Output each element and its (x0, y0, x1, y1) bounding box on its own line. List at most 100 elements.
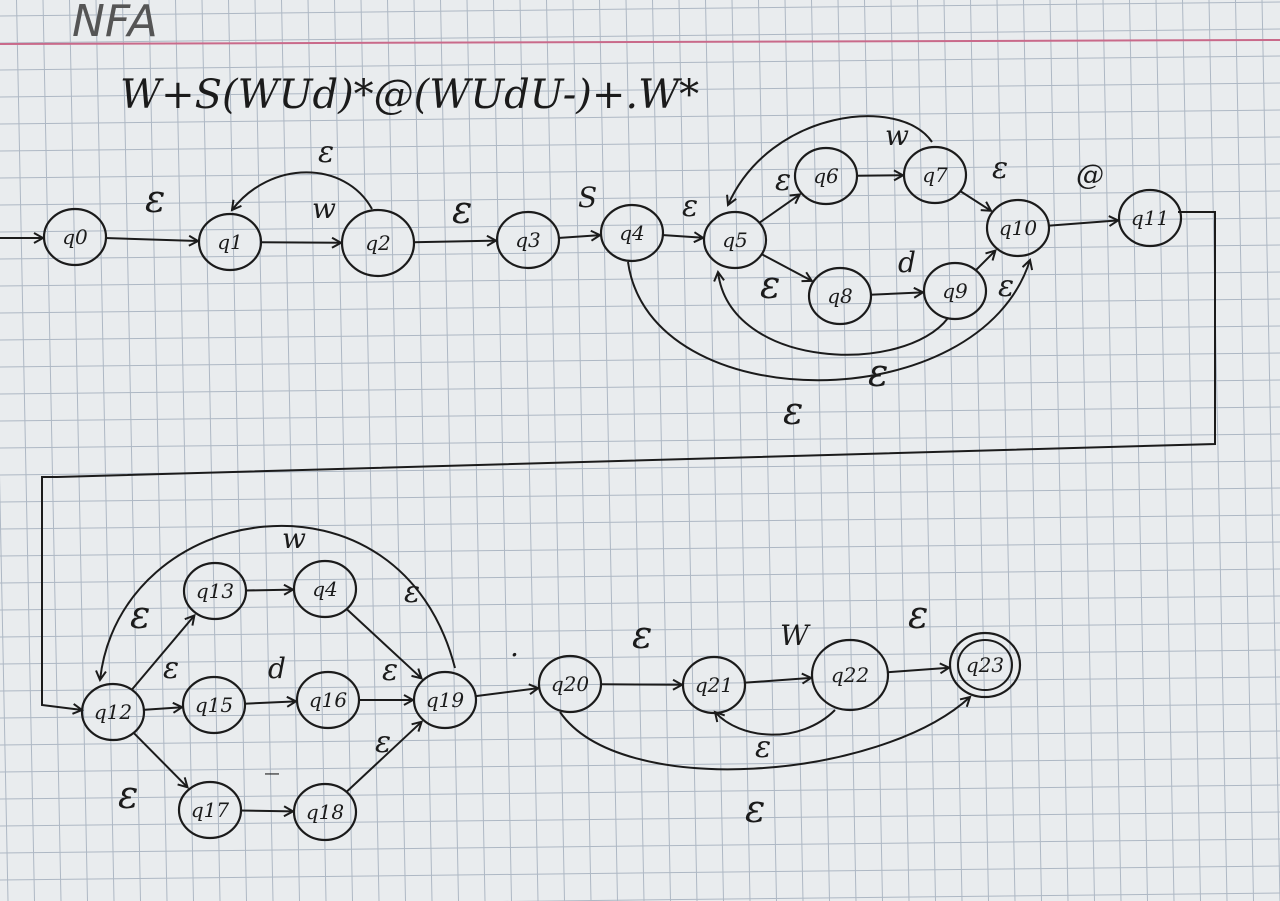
transition-q21-q22 (743, 678, 811, 683)
state-circle (42, 207, 108, 267)
transition-q10-q11 (1047, 220, 1118, 225)
grid-line-vertical (175, 0, 194, 901)
state-q18: q18 (292, 782, 358, 842)
grid-line-vertical (307, 0, 327, 901)
transition-q1-q2 (259, 242, 341, 243)
grid-line-horizontal (0, 244, 1280, 260)
grid-line-horizontal (0, 217, 1280, 233)
transition-label-q12-q17: ε (118, 773, 138, 817)
state-q11: q11 (1117, 188, 1183, 248)
state-label: q17 (191, 798, 230, 822)
transition-label-q1-q2: w (312, 192, 336, 225)
grid-line-vertical (572, 0, 592, 901)
transition-q22-q21 (715, 709, 836, 736)
transition-label-q5-q8: ε (760, 263, 780, 307)
transition-q4-q10 (627, 260, 1030, 382)
grid-line-horizontal (0, 568, 1280, 584)
grid-line-horizontal (0, 163, 1280, 179)
grid-line-vertical (837, 0, 857, 901)
state-q2: q2 (340, 208, 416, 278)
state-label: q23 (966, 653, 1004, 677)
transition-label-q8-q9: d (898, 246, 916, 279)
transition-q13-q14 (244, 590, 293, 591)
grid-line-vertical (625, 0, 645, 901)
grid-line-horizontal (0, 1, 1280, 17)
state-q9: q9 (922, 261, 988, 321)
transition-label-q21-q22: W (780, 619, 811, 652)
grid-line-horizontal (0, 649, 1280, 665)
grid-line-horizontal (0, 325, 1280, 341)
state-q1: q1 (197, 212, 263, 272)
transition-q2-q3 (412, 241, 496, 243)
state-q23: q23 (948, 631, 1022, 699)
transition-label-q9-q5: ε (868, 351, 888, 395)
grid-line-horizontal (0, 28, 1280, 44)
grid-line-horizontal (0, 82, 1280, 98)
state-circle (292, 782, 358, 842)
transition-label-q20-q23: ε (745, 787, 765, 831)
state-q19: q19 (412, 670, 478, 730)
grid-line-horizontal (0, 271, 1280, 287)
state-q20: q20 (537, 654, 603, 714)
grid-line-horizontal (0, 55, 1280, 71)
grid-line-horizontal (0, 109, 1280, 125)
transition-label-q17-q18: _ (265, 742, 279, 775)
grid-line-vertical (864, 0, 883, 901)
grid-line-horizontal (0, 865, 1280, 881)
grid-line-horizontal (0, 514, 1280, 530)
state-q4: q4 (599, 203, 665, 263)
grid-line-vertical (228, 0, 247, 901)
transition-q5-q8 (761, 253, 812, 281)
transition-q9-q10 (975, 251, 995, 271)
transition-label-q20-q21: ε (632, 613, 652, 657)
state-circle (292, 559, 358, 619)
grid-line-vertical (890, 0, 910, 901)
grid-line-vertical (758, 0, 777, 901)
grid-line-horizontal (502, 892, 1280, 901)
state-label: q11 (1131, 206, 1169, 230)
transition-q5-q6 (758, 194, 800, 224)
grid-line-vertical (652, 0, 671, 901)
grid-line-vertical (1261, 0, 1280, 901)
state-circle (985, 198, 1051, 258)
transition-label-q3-q4: S (578, 181, 597, 214)
transition-q12-q13 (131, 616, 194, 690)
state-label: q6 (813, 164, 839, 188)
transition-label-q6-q7: w (885, 119, 909, 152)
transition-label-q16-q19: ε (382, 653, 398, 688)
state-circle (1117, 188, 1183, 248)
grid-line-horizontal (0, 595, 1280, 611)
state-circle (537, 654, 603, 714)
grid-line-horizontal (0, 379, 1280, 395)
state-label: q12 (94, 700, 132, 724)
transition-label-q7-q10: ε (992, 151, 1008, 186)
grid-line-vertical (1102, 0, 1122, 901)
transition-q20-q21 (599, 684, 682, 685)
grid-line-vertical (493, 0, 512, 901)
transition-label-q22-q21: ε (755, 730, 771, 765)
grid-line-horizontal (0, 406, 1280, 422)
grid-line-horizontal (0, 811, 1280, 827)
grid-line-vertical (1155, 0, 1175, 901)
grid-line-vertical (334, 0, 353, 901)
state-circle (340, 208, 416, 278)
state-label: q4 (312, 577, 338, 601)
grid-line-vertical (440, 0, 459, 901)
state-q12: q12 (80, 682, 146, 742)
grid-line-horizontal (0, 352, 1280, 368)
grid-line-vertical (1076, 0, 1095, 901)
state-q21: q21 (681, 655, 747, 715)
state-label: q21 (695, 673, 733, 697)
state-circle (80, 682, 146, 742)
grid-line-horizontal (0, 541, 1280, 557)
state-label: q16 (309, 688, 348, 712)
transition-q7-q10 (959, 190, 991, 211)
regex-expression: W+S(WUd)*@(WUdU-)+.W* (120, 72, 699, 118)
grid-line-vertical (1235, 0, 1254, 901)
transition-q22-q23 (886, 668, 949, 673)
state-q15: q15 (181, 675, 247, 735)
transition-q19-q12 (100, 525, 456, 680)
state-circle (412, 670, 478, 730)
